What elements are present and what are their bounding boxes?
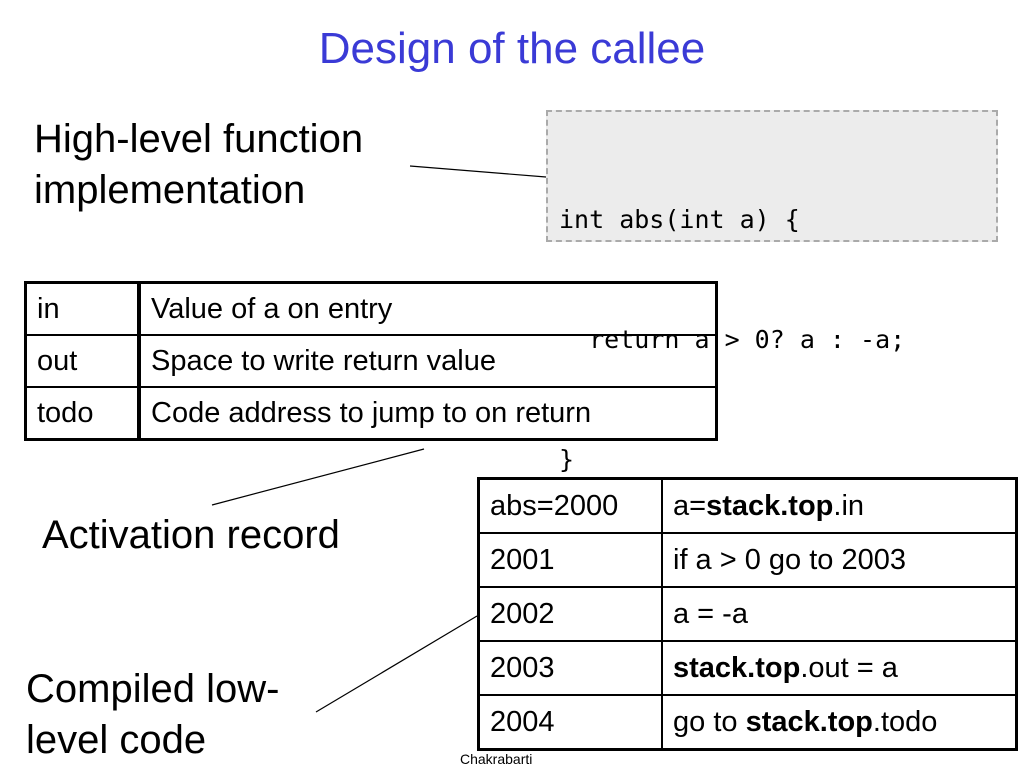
table-row: todo Code address to jump to on return xyxy=(24,386,718,441)
table-row: 2001 if a > 0 go to 2003 xyxy=(477,532,1018,588)
compiled-addr: 2001 xyxy=(477,532,663,588)
instr-text: .in xyxy=(833,489,865,522)
instr-bold: stack.top xyxy=(745,705,873,738)
activation-record-label: Activation record xyxy=(42,513,340,557)
instr-text: .todo xyxy=(872,705,938,738)
high-level-label-line2: implementation xyxy=(34,168,306,212)
instr-text: a = -a xyxy=(673,597,748,630)
compiled-addr: 2004 xyxy=(477,694,663,751)
instr-bold: stack.top xyxy=(706,489,834,522)
table-row: out Space to write return value xyxy=(24,334,718,388)
instr-text: if a > 0 go to 2003 xyxy=(673,543,906,576)
compiled-label-line1: Compiled low- xyxy=(26,667,280,711)
compiled-code-label: Compiled low- level code xyxy=(26,664,279,766)
activation-record-table: in Value of a on entry out Space to writ… xyxy=(24,281,718,441)
activation-key-in: in xyxy=(24,281,141,336)
footer-author: Chakrabarti xyxy=(460,751,533,767)
instr-text: .out = a xyxy=(800,651,898,684)
activation-key-out: out xyxy=(24,334,141,388)
activation-key-todo: todo xyxy=(24,386,141,441)
table-row: abs=2000 a=stack.top.in xyxy=(477,477,1018,534)
code-line-3: } xyxy=(559,445,575,474)
table-row: 2002 a = -a xyxy=(477,586,1018,642)
high-level-label-line1: High-level function xyxy=(34,117,364,161)
table-row: 2004 go to stack.top.todo xyxy=(477,694,1018,751)
instr-text: a= xyxy=(673,489,707,522)
compiled-addr: abs=2000 xyxy=(477,477,663,534)
compiled-instr: a=stack.top.in xyxy=(661,477,1018,534)
code-block: int abs(int a) { return a > 0? a : -a; } xyxy=(546,110,998,474)
table-row: in Value of a on entry xyxy=(24,281,718,336)
activation-value-in: Value of a on entry xyxy=(138,281,718,336)
compiled-addr: 2003 xyxy=(477,640,663,696)
instr-text: go to xyxy=(673,705,746,738)
compiled-code-table: abs=2000 a=stack.top.in 2001 if a > 0 go… xyxy=(477,477,1018,751)
instr-bold: stack.top xyxy=(673,651,801,684)
compiled-instr: stack.top.out = a xyxy=(661,640,1018,696)
connector-activation xyxy=(211,448,425,506)
connector-high-level xyxy=(409,165,547,178)
slide-title: Design of the callee xyxy=(318,24,706,73)
compiled-label-line2: level code xyxy=(26,718,207,762)
high-level-label: High-level function implementation xyxy=(34,114,363,216)
activation-value-out: Space to write return value xyxy=(138,334,718,388)
compiled-instr: a = -a xyxy=(661,586,1018,642)
compiled-addr: 2002 xyxy=(477,586,663,642)
activation-value-todo: Code address to jump to on return xyxy=(138,386,718,441)
compiled-instr: if a > 0 go to 2003 xyxy=(661,532,1018,588)
table-row: 2003 stack.top.out = a xyxy=(477,640,1018,696)
connector-compiled xyxy=(315,615,478,713)
code-line-1: int abs(int a) { xyxy=(559,205,800,234)
compiled-instr: go to stack.top.todo xyxy=(661,694,1018,751)
